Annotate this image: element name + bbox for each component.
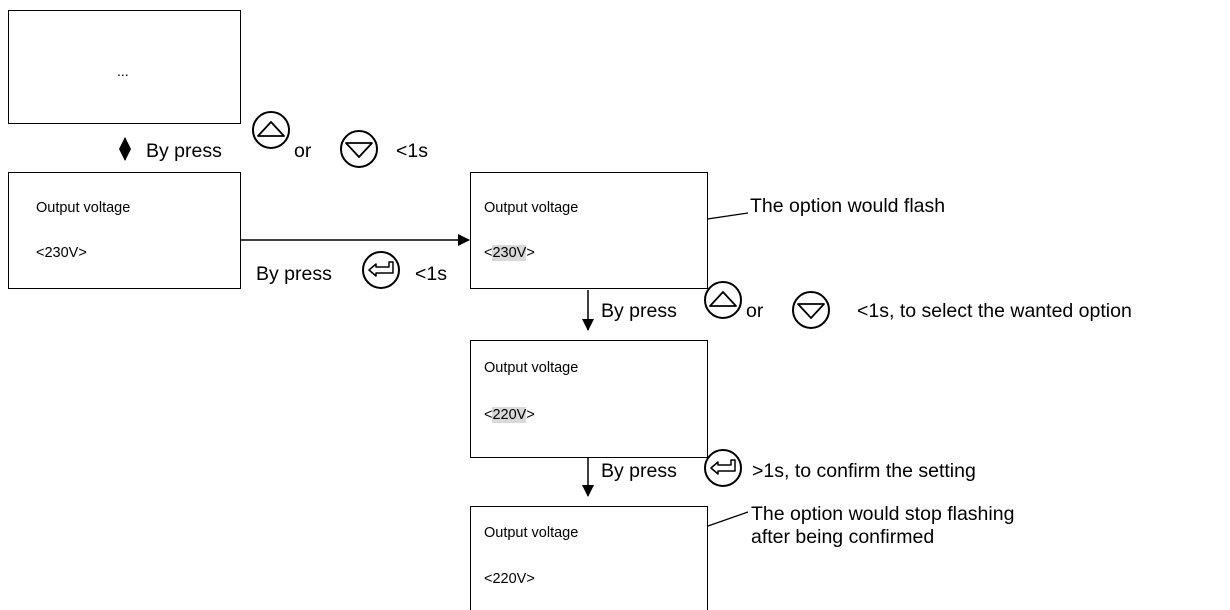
screen-value: <220V> bbox=[484, 571, 535, 587]
enter-button-icon bbox=[362, 251, 400, 289]
screen-title: Output voltage bbox=[484, 360, 579, 376]
value-close: > bbox=[526, 407, 535, 423]
value-open: < bbox=[484, 245, 493, 261]
nav-or-label: or bbox=[294, 140, 312, 162]
down-button-icon bbox=[340, 130, 378, 168]
confirm-by-press-label: By press bbox=[601, 460, 677, 482]
flash-note: The option would flash bbox=[750, 195, 946, 217]
screen-value: <230V> bbox=[484, 245, 535, 261]
enter-time-label: <1s bbox=[415, 263, 447, 285]
value-close: > bbox=[526, 245, 535, 261]
screen-value: <220V> bbox=[484, 407, 535, 423]
screen-previous: ... bbox=[8, 10, 241, 124]
flashing-option: 230V bbox=[492, 245, 527, 261]
screen-output-voltage-confirmed: Output voltage <220V> bbox=[470, 506, 708, 610]
value-open: < bbox=[484, 407, 493, 423]
screen-ellipsis: ... bbox=[117, 63, 129, 79]
stop-note-line2: after being confirmed bbox=[751, 526, 935, 548]
screen-title: Output voltage bbox=[36, 200, 131, 216]
nav-time-label: <1s bbox=[396, 140, 428, 162]
screen-output-voltage-start: Output voltage <230V> bbox=[8, 172, 241, 289]
screen-output-voltage-select: Output voltage <230V> bbox=[470, 172, 708, 289]
flashing-option: 220V bbox=[492, 407, 527, 423]
down-button-icon bbox=[792, 291, 830, 329]
confirm-time-label: >1s, to confirm the setting bbox=[752, 460, 976, 482]
screen-output-voltage-changed: Output voltage <220V> bbox=[470, 340, 708, 458]
screen-value: <230V> bbox=[36, 245, 87, 261]
select-or-label: or bbox=[746, 300, 764, 322]
nav-by-press-label: By press bbox=[146, 140, 222, 162]
screen-title: Output voltage bbox=[484, 525, 579, 541]
select-by-press-label: By press bbox=[601, 300, 677, 322]
stop-note-line1: The option would stop flashing bbox=[751, 503, 1015, 525]
up-button-icon bbox=[704, 281, 742, 319]
enter-button-icon bbox=[704, 449, 742, 487]
up-button-icon bbox=[252, 111, 290, 149]
enter-by-press-label: By press bbox=[256, 263, 332, 285]
screen-title: Output voltage bbox=[484, 200, 579, 216]
select-time-label: <1s, to select the wanted option bbox=[857, 300, 1132, 322]
